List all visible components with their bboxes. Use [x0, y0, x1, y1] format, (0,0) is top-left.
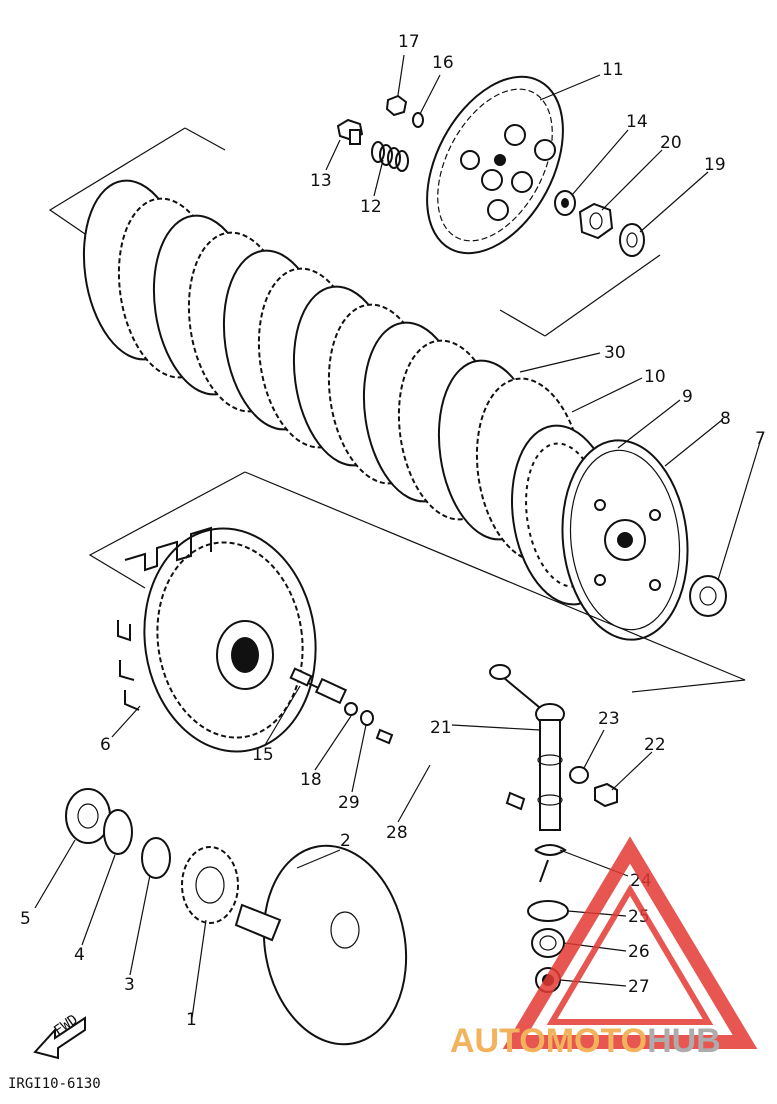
- callout-15: 15: [252, 745, 274, 765]
- callout-9: 9: [682, 387, 693, 407]
- svg-text:AUTOMOTOHUB: AUTOMOTOHUB: [450, 1022, 721, 1060]
- callout-28: 28: [386, 823, 408, 843]
- callout-14: 14: [626, 112, 648, 132]
- lever-bolt: [569, 766, 618, 808]
- pressure-plate-outline: [48, 127, 661, 337]
- forward-arrow: FWD: [33, 1012, 86, 1060]
- callout-19: 19: [704, 155, 726, 175]
- pressure-plate: [426, 75, 564, 255]
- callout-labels: 17 16 11 14 20 19 13 12 30 10 9 8 7 6 15…: [20, 32, 766, 1030]
- callout-8: 8: [720, 409, 731, 429]
- callout-3: 3: [124, 975, 135, 995]
- push-rod-parts: [289, 667, 374, 726]
- callout-7: 7: [755, 429, 766, 449]
- watermark-logo: AUTOMOTOHUB: [450, 836, 758, 1060]
- callout-27: 27: [628, 977, 650, 997]
- pressure-plate-hardware: [336, 94, 424, 172]
- callout-21: 21: [430, 718, 452, 738]
- primary-drive-gear: [181, 846, 239, 924]
- callout-6: 6: [100, 735, 111, 755]
- center-nut-stack: [554, 190, 645, 257]
- clutch-disc-stack: [82, 179, 585, 563]
- lock-washer: [689, 575, 727, 617]
- callout-11: 11: [602, 60, 624, 80]
- callout-18: 18: [300, 770, 322, 790]
- crank-flywheel: [234, 844, 408, 1046]
- housing-outline: [88, 471, 746, 693]
- callout-20: 20: [660, 133, 682, 153]
- watermark-text-hub: HUB: [647, 1022, 721, 1060]
- lever-spring-set: [527, 844, 569, 993]
- callout-10: 10: [644, 367, 666, 387]
- callout-16: 16: [432, 53, 454, 73]
- leader-lines: [34, 54, 761, 1019]
- callout-17: 17: [398, 32, 420, 52]
- clutch-boss-disc: [561, 439, 689, 641]
- clutch-housing: [117, 526, 317, 753]
- callout-2: 2: [340, 831, 351, 851]
- callout-1: 1: [186, 1010, 197, 1030]
- callout-30: 30: [604, 343, 626, 363]
- part-code: IRGI10-6130: [8, 1076, 101, 1092]
- callout-26: 26: [628, 942, 650, 962]
- push-rod-long: [375, 728, 526, 811]
- callout-12: 12: [360, 197, 382, 217]
- callout-13: 13: [310, 171, 332, 191]
- callout-29: 29: [338, 793, 360, 813]
- bearing-and-washers: [65, 788, 171, 879]
- push-lever: [489, 664, 565, 831]
- callout-4: 4: [74, 945, 85, 965]
- callout-5: 5: [20, 909, 31, 929]
- callout-22: 22: [644, 735, 666, 755]
- watermark-text-automoto: AUTOMOTO: [450, 1022, 647, 1060]
- callout-23: 23: [598, 709, 620, 729]
